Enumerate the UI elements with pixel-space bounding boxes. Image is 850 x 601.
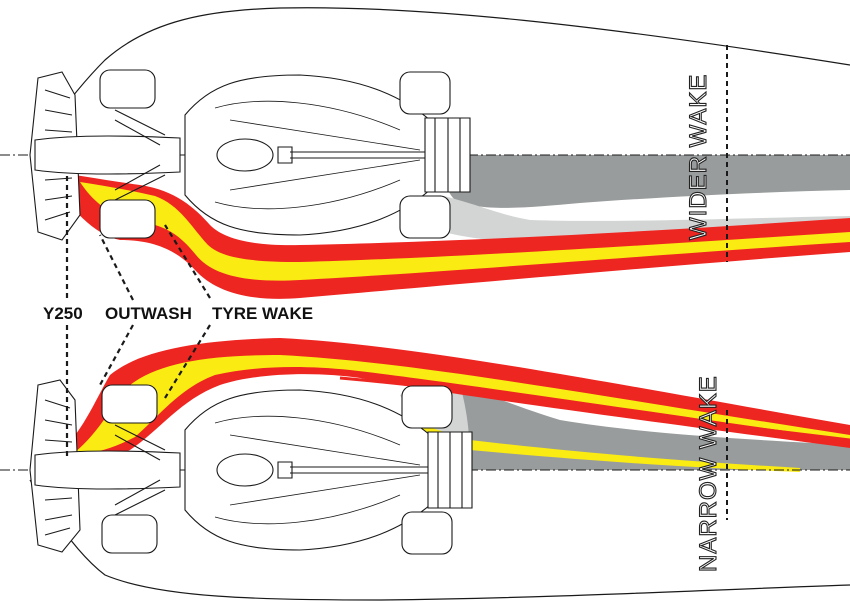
outwash-leader-down (99, 324, 134, 386)
cockpit-bottom (217, 454, 273, 486)
wake-envelope-outline-top (29, 7, 850, 156)
f1-car-bottom (30, 380, 472, 554)
tyre-wake-label: TYRE WAKE (212, 304, 313, 323)
bottom-car-narrow-wake: NARROW WAKE (0, 338, 850, 601)
y250-label: Y250 (43, 304, 83, 323)
rear-tyre-upper-top (400, 72, 450, 114)
rear-tyre-upper-bottom (402, 386, 452, 428)
callout-leaders (65, 172, 211, 460)
tyre-wake-line-top (299, 224, 850, 254)
central-wake-grey-top (446, 155, 850, 208)
cockpit-top (217, 139, 273, 171)
rear-wing-top (425, 118, 470, 192)
outwash-label: OUTWASH (105, 304, 192, 323)
central-wake-grey-bottom (440, 380, 850, 470)
nose-bottom (35, 451, 180, 489)
narrow-wake-label: NARROW WAKE (695, 375, 722, 572)
front-tyre-upper-top (100, 70, 155, 108)
rear-tyre-lower-top (400, 196, 450, 238)
nose-top (35, 136, 180, 174)
front-tyre-lower-top (100, 200, 155, 238)
top-car-wider-wake: WIDER WAKE (0, 7, 850, 299)
outwash-vortex-yellow-top (80, 182, 850, 281)
wider-wake-label: WIDER WAKE (685, 74, 712, 240)
rear-wing-bottom (428, 432, 472, 508)
rear-tyre-lower-bottom (402, 512, 452, 554)
front-tyre-lower-bottom (102, 515, 157, 553)
wake-envelope-outline-bottom (29, 479, 850, 601)
outwash-vortex-yellow-bottom (75, 355, 850, 453)
front-tyre-upper-bottom (102, 385, 157, 423)
outwash-leader-up (99, 234, 134, 301)
